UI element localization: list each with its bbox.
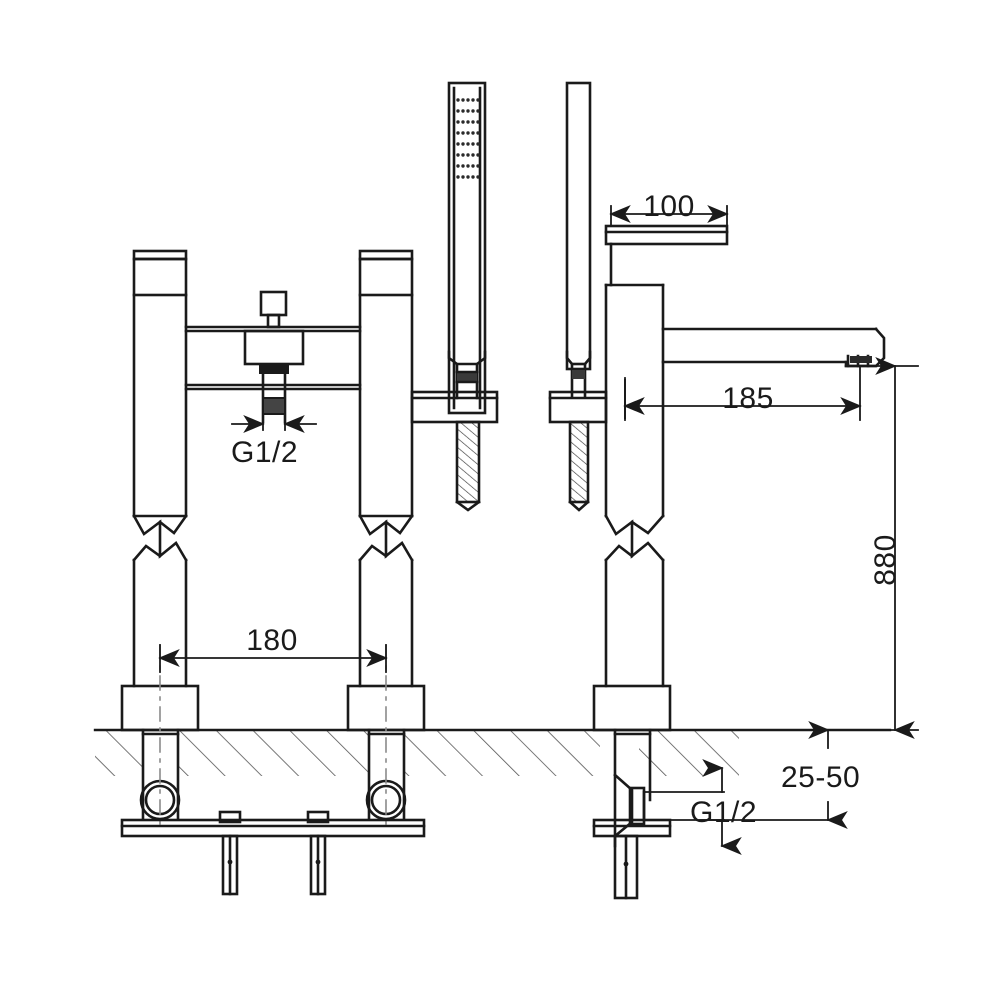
dimension-label-deck-thickness: 25-50 xyxy=(781,761,860,794)
threaded-fixing-studs xyxy=(218,810,639,900)
dimension-label-spout-projection: 185 xyxy=(722,382,774,415)
lever-handle xyxy=(604,224,729,287)
side-view-handset-tube xyxy=(565,81,592,398)
hatched-deck-section xyxy=(93,728,892,776)
dimension-centre-distance xyxy=(158,644,388,673)
flexible-shower-hose xyxy=(455,420,481,512)
handset-wall-holder xyxy=(410,390,499,424)
hot-water-riser-leg xyxy=(120,249,200,827)
horizontal-mixer-body xyxy=(184,325,362,391)
dimension-inlet-thread-right xyxy=(643,759,742,855)
diverter-button xyxy=(243,290,305,424)
under-deck-mounting-plate xyxy=(120,818,426,838)
side-view-shower-hose xyxy=(568,420,590,512)
dimension-label-centre-distance: 180 xyxy=(246,624,298,657)
side-view-handset-holder xyxy=(548,390,608,424)
angle-inlet-valve xyxy=(613,773,646,838)
dimension-handle-projection xyxy=(609,205,729,227)
dimension-label-handle-projection: 100 xyxy=(643,190,695,223)
dimension-label-inlet-thread-left: G1/2 xyxy=(231,436,298,469)
dimension-inlet-thread-left xyxy=(231,413,317,433)
dimension-spout-projection xyxy=(623,365,862,421)
dimension-label-inlet-thread-right: G1/2 xyxy=(690,796,757,829)
dimension-label-overall-height: 880 xyxy=(869,534,902,586)
swivel-spout xyxy=(661,327,886,368)
hand-shower-handset xyxy=(447,81,487,415)
